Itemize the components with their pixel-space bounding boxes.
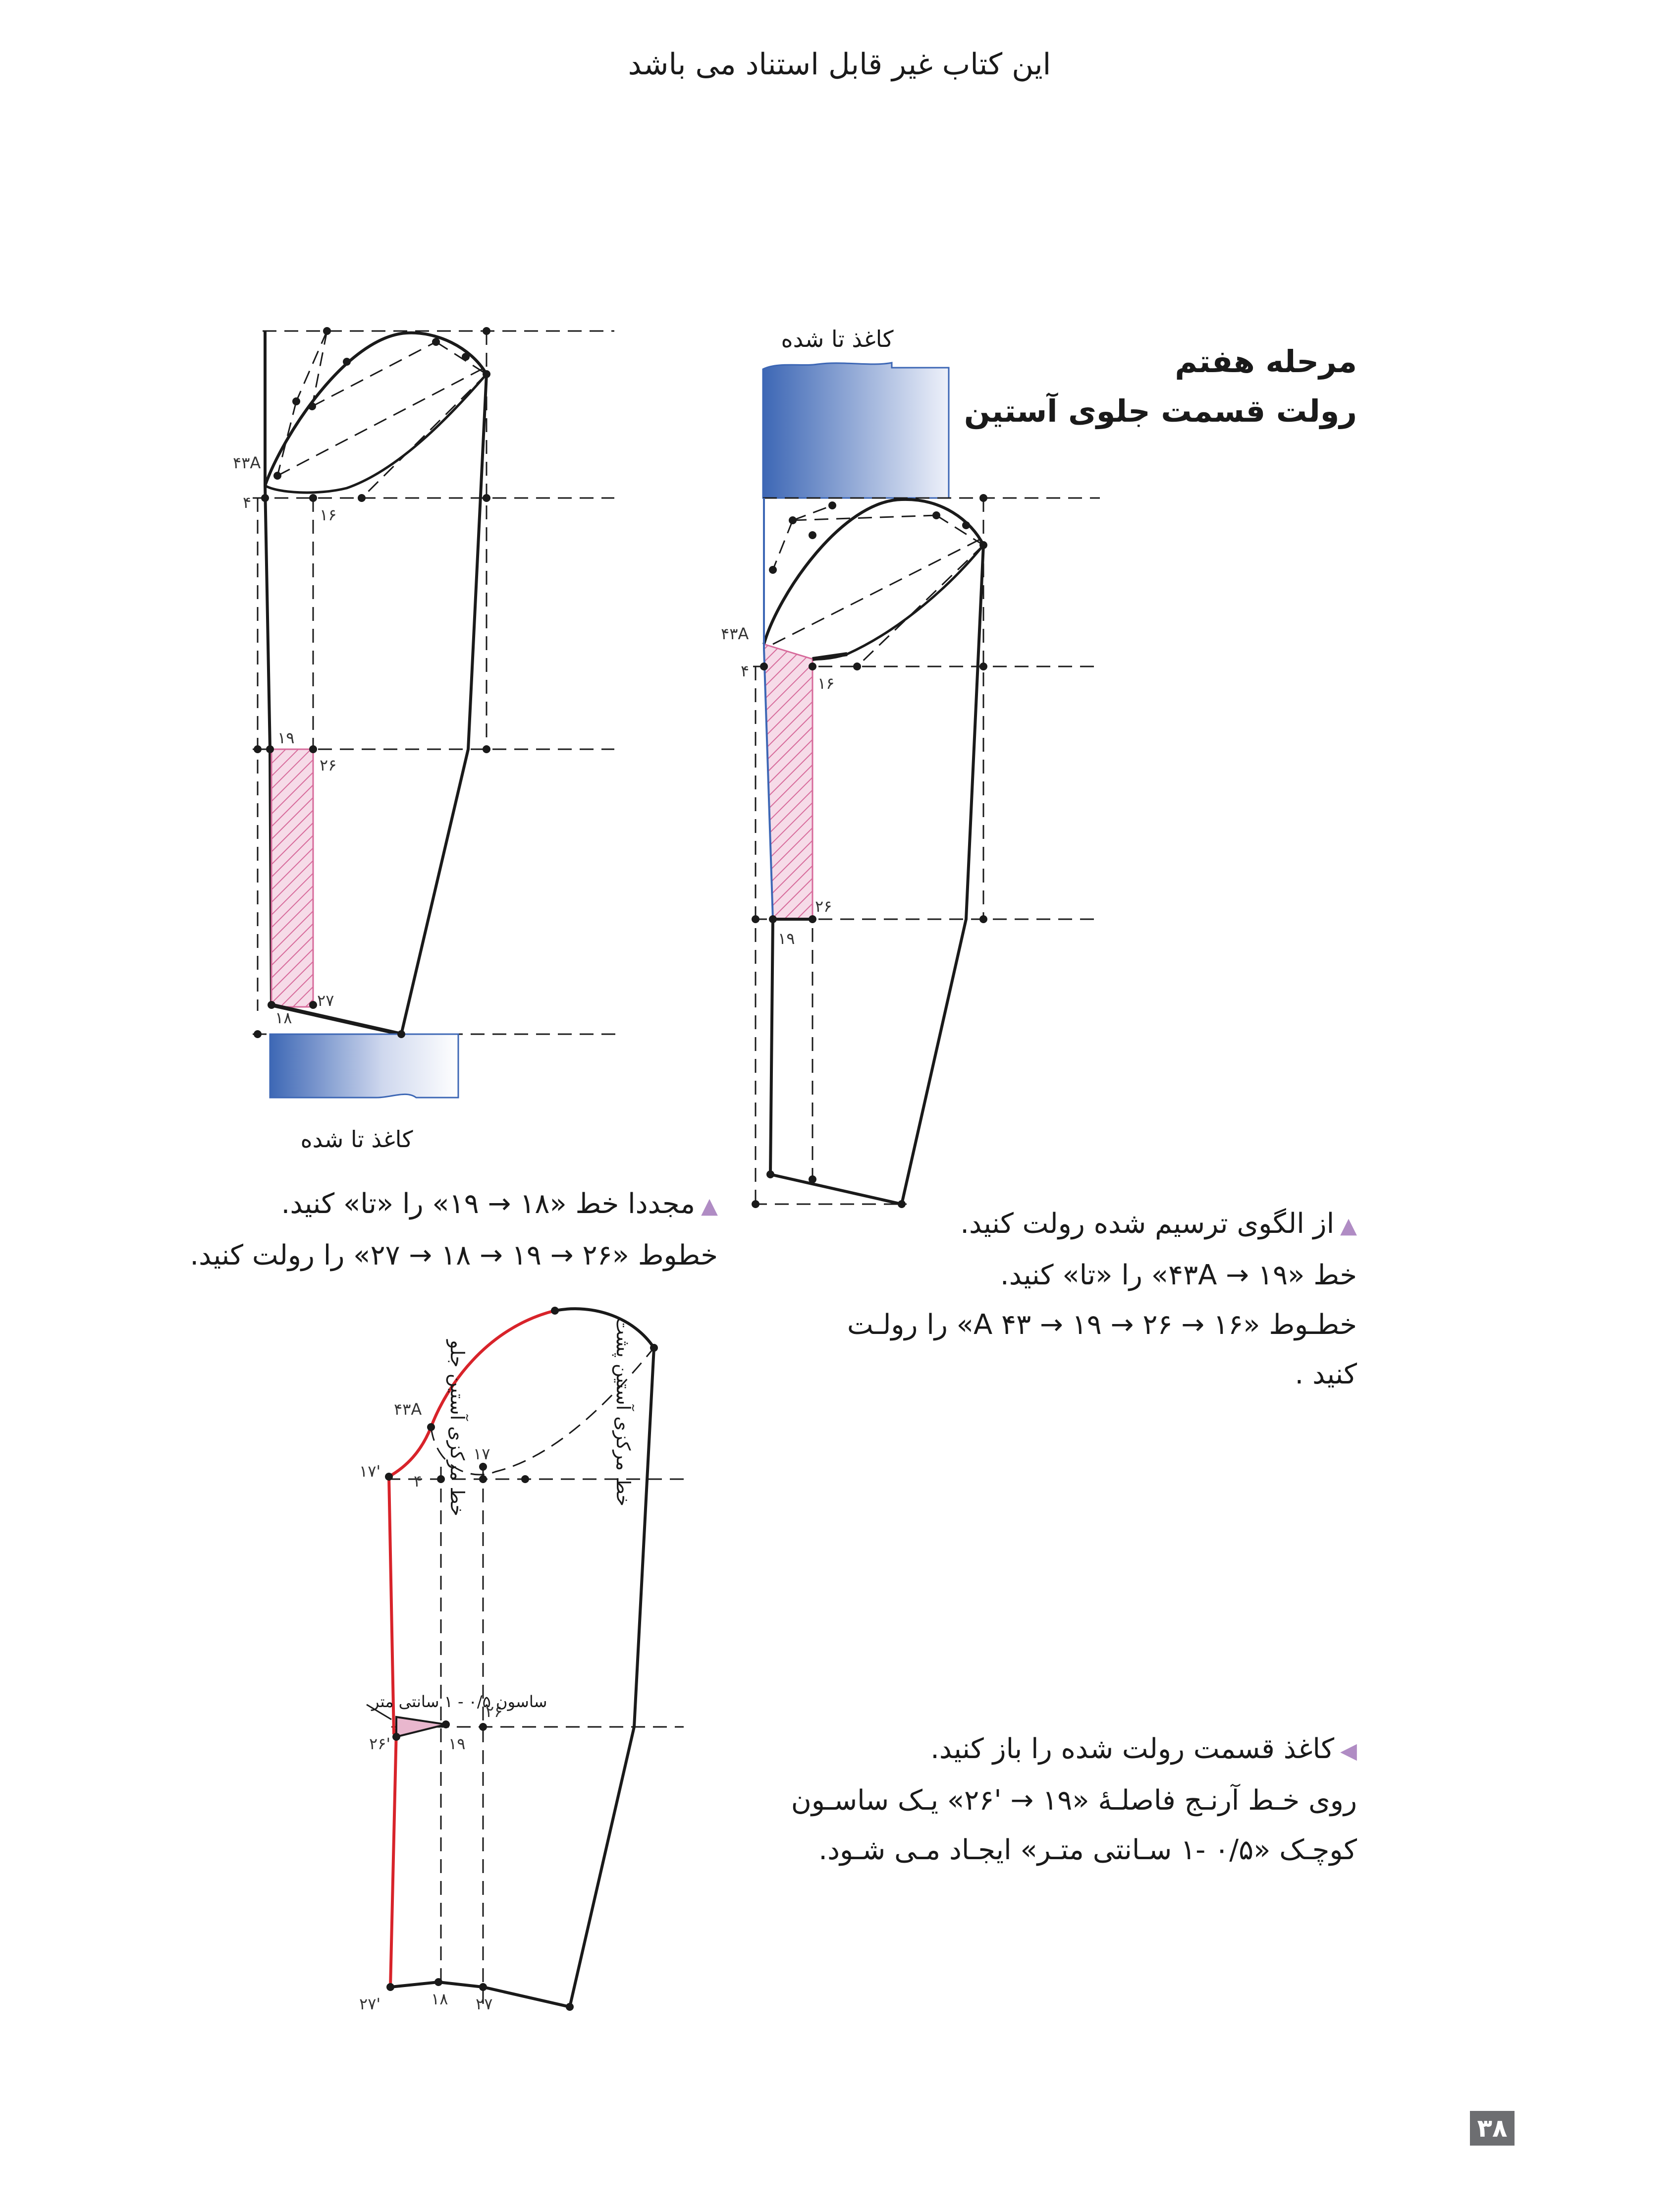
label-19: ۱۹ bbox=[448, 1734, 465, 1753]
dart-note: ساسون ۰/۵ - ۱ سانتی متر bbox=[371, 1692, 547, 1711]
label-43A: ۴۳A bbox=[721, 624, 749, 643]
bullet-triangle-icon: ▲ bbox=[1340, 1213, 1357, 1238]
label-43A: ۴۳A bbox=[394, 1400, 422, 1419]
label-16: ۱۶ bbox=[817, 674, 834, 693]
label-17: ۱۷ bbox=[473, 1444, 490, 1463]
instruction-line: ▲از الگوی ترسیم شده رولت کنید. bbox=[960, 1208, 1357, 1240]
bullet-triangle-icon: ◀ bbox=[1340, 1738, 1357, 1764]
instruction-line: ◀کاغذ قسمت رولت شده را باز کنید. bbox=[930, 1733, 1357, 1765]
label-4: ۴ bbox=[741, 662, 749, 680]
label-26-prime: ۲۶' bbox=[369, 1734, 390, 1753]
page-number: ۳۸ bbox=[1470, 2111, 1515, 2146]
bullet-triangle-icon: ▲ bbox=[701, 1193, 718, 1218]
label-4: ۴ bbox=[243, 493, 251, 512]
instruction-line: خطوط «۲۶ → ۱۹ → ۱۸ → ۲۷» را رولت کنید. bbox=[190, 1239, 718, 1272]
label-27: ۲۷ bbox=[317, 991, 334, 1010]
label-26: ۲۶ bbox=[815, 897, 832, 916]
label-16: ۱۶ bbox=[320, 505, 336, 524]
back-center-line-label: خط مرکزی آستین پشت bbox=[612, 1317, 635, 1506]
label-4: ۴ bbox=[414, 1472, 422, 1491]
instructions-left-top: ▲مجددا خط «۱۸ → ۱۹» را «تا» کنید. خطوط «… bbox=[99, 1179, 718, 1280]
label-26: ۲۶ bbox=[320, 756, 336, 774]
section-heading: مرحله هفتم رولت قسمت جلوی آستین bbox=[911, 337, 1357, 436]
guide-lines bbox=[386, 1347, 684, 2007]
label-18: ۱۸ bbox=[431, 1990, 448, 2008]
instruction-line: ▲مجددا خط «۱۸ → ۱۹» را «تا» کنید. bbox=[281, 1188, 718, 1220]
label-19: ۱۹ bbox=[277, 728, 294, 747]
instruction-line: خط «۱۹ → ۴۳A» را «تا» کنید. bbox=[1000, 1259, 1357, 1291]
label-19: ۱۹ bbox=[778, 929, 795, 948]
instruction-line: کنید . bbox=[1295, 1358, 1357, 1390]
diagram-fold-wrist bbox=[253, 327, 619, 1099]
construction-points bbox=[752, 494, 987, 1208]
label-17-prime: ۱۷' bbox=[359, 1462, 380, 1481]
instructions-right-top: ▲از الگوی ترسیم شده رولت کنید. خط «۱۹ → … bbox=[762, 1199, 1357, 1399]
front-center-line-label: خط مرکزی آستین جلو bbox=[446, 1339, 469, 1516]
dart-pointer-arrow bbox=[366, 1704, 392, 1720]
folded-paper-label: کاغذ تا شده bbox=[301, 1126, 413, 1153]
diagram-dart-result bbox=[366, 1307, 684, 2011]
instruction-line: روی خـط آرنـج فاصلـهٔ «۱۹ → '۲۶» یـک ساس… bbox=[791, 1784, 1357, 1817]
page-header: این کتاب غیر قابل استناد می باشد bbox=[628, 47, 1051, 82]
construction-points bbox=[385, 1307, 658, 2011]
diagram-fold-cap bbox=[752, 362, 1100, 1208]
construction-points bbox=[254, 327, 490, 1038]
instructions-right-bottom: ◀کاغذ قسمت رولت شده را باز کنید. روی خـط… bbox=[762, 1724, 1357, 1875]
instruction-line: خطـوط «۱۶ → A ۴۳ → ۱۹ → ۲۶» را رولـت bbox=[847, 1309, 1357, 1341]
label-27: ۲۷ bbox=[476, 1994, 492, 2013]
step-title: مرحله هفتم bbox=[1175, 343, 1357, 380]
label-18: ۱۸ bbox=[275, 1008, 292, 1027]
label-26: ۲۶ bbox=[486, 1702, 502, 1721]
folded-paper-label: کاغذ تا شده bbox=[781, 326, 894, 352]
guide-lines bbox=[753, 497, 1100, 1205]
step-subtitle: رولت قسمت جلوی آستین bbox=[964, 393, 1357, 429]
label-27-prime: ۲۷' bbox=[359, 1994, 380, 2013]
instruction-line: کوچـک «۰/۵ -۱ سـانتی متـر» ایجـاد مـی شـ… bbox=[818, 1834, 1357, 1866]
label-43A: ۴۳A bbox=[233, 453, 261, 472]
